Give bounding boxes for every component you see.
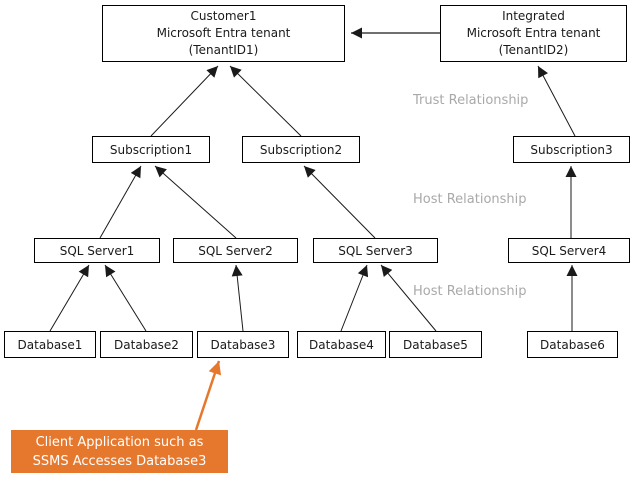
integrated-tenant-type: Microsoft Entra tenant: [466, 26, 601, 40]
database3-label: Database3: [210, 337, 276, 352]
node-subscription1: Subscription1: [92, 136, 210, 163]
node-database3: Database3: [197, 331, 289, 358]
database4-label: Database4: [309, 337, 374, 352]
customer-tenant-type: Microsoft Entra tenant: [156, 26, 291, 40]
edge-subscription2-to-customer-tenant: [229, 65, 302, 137]
host-relationship-label-subscriptions: Host Relationship: [413, 192, 527, 207]
edge-database1-to-sql-server1: [49, 264, 90, 332]
node-sql-server4: SQL Server4: [508, 238, 630, 263]
edge-sql-server1-to-subscription1: [99, 165, 142, 239]
node-sql-server3: SQL Server3: [313, 238, 438, 263]
customer-tenant-name: Customer1: [190, 9, 257, 23]
edge-subscription1-to-customer-tenant: [150, 65, 219, 137]
sql-server3-label: SQL Server3: [338, 243, 413, 258]
subscription1-label: Subscription1: [109, 142, 193, 157]
customer-tenant-id: (TenantID1): [188, 43, 259, 57]
node-database5: Database5: [389, 331, 482, 358]
database1-label: Database1: [17, 337, 83, 352]
database6-label: Database6: [540, 337, 605, 352]
database2-label: Database2: [114, 337, 179, 352]
node-sql-server2: SQL Server2: [173, 238, 298, 263]
node-subscription2: Subscription2: [242, 136, 360, 163]
integrated-tenant-name: Integrated: [502, 9, 565, 23]
edge-database4-to-sql-server3: [340, 264, 369, 332]
client-application-callout: Client Application such as SSMS Accesses…: [11, 430, 228, 473]
node-integrated-tenant: Integrated Microsoft Entra tenant (Tenan…: [440, 5, 627, 62]
callout-line2: SSMS Accesses Database3: [32, 453, 207, 469]
node-database4: Database4: [297, 331, 386, 358]
edge-database3-to-sql-server2: [231, 264, 244, 332]
node-subscription3: Subscription3: [513, 136, 630, 163]
sql-server4-label: SQL Server4: [531, 243, 607, 258]
sql-server2-label: SQL Server2: [198, 243, 273, 258]
node-database6: Database6: [527, 331, 618, 358]
edge-database5-to-sql-server3: [380, 264, 437, 332]
node-database1: Database1: [4, 331, 96, 358]
node-sql-server1: SQL Server1: [34, 238, 160, 263]
sql-server1-label: SQL Server1: [59, 243, 135, 258]
integrated-tenant-id: (TenantID2): [498, 43, 569, 57]
host-relationship-label-servers: Host Relationship: [413, 284, 527, 299]
edge-callout-to-database3: [194, 360, 222, 431]
database5-label: Database5: [403, 337, 468, 352]
trust-relationship-label: Trust Relationship: [413, 93, 529, 108]
edge-sql-server3-to-subscription2: [303, 165, 376, 239]
callout-line1: Client Application such as: [35, 434, 204, 450]
edge-database2-to-sql-server1: [104, 264, 147, 332]
node-customer-tenant: Customer1 Microsoft Entra tenant (Tenant…: [102, 5, 345, 62]
subscription2-label: Subscription2: [259, 142, 343, 157]
edge-sql-server2-to-subscription1: [154, 165, 237, 239]
subscription3-label: Subscription3: [530, 142, 613, 157]
edge-subscription3-to-integrated-tenant: [537, 65, 576, 137]
node-database2: Database2: [100, 331, 193, 358]
